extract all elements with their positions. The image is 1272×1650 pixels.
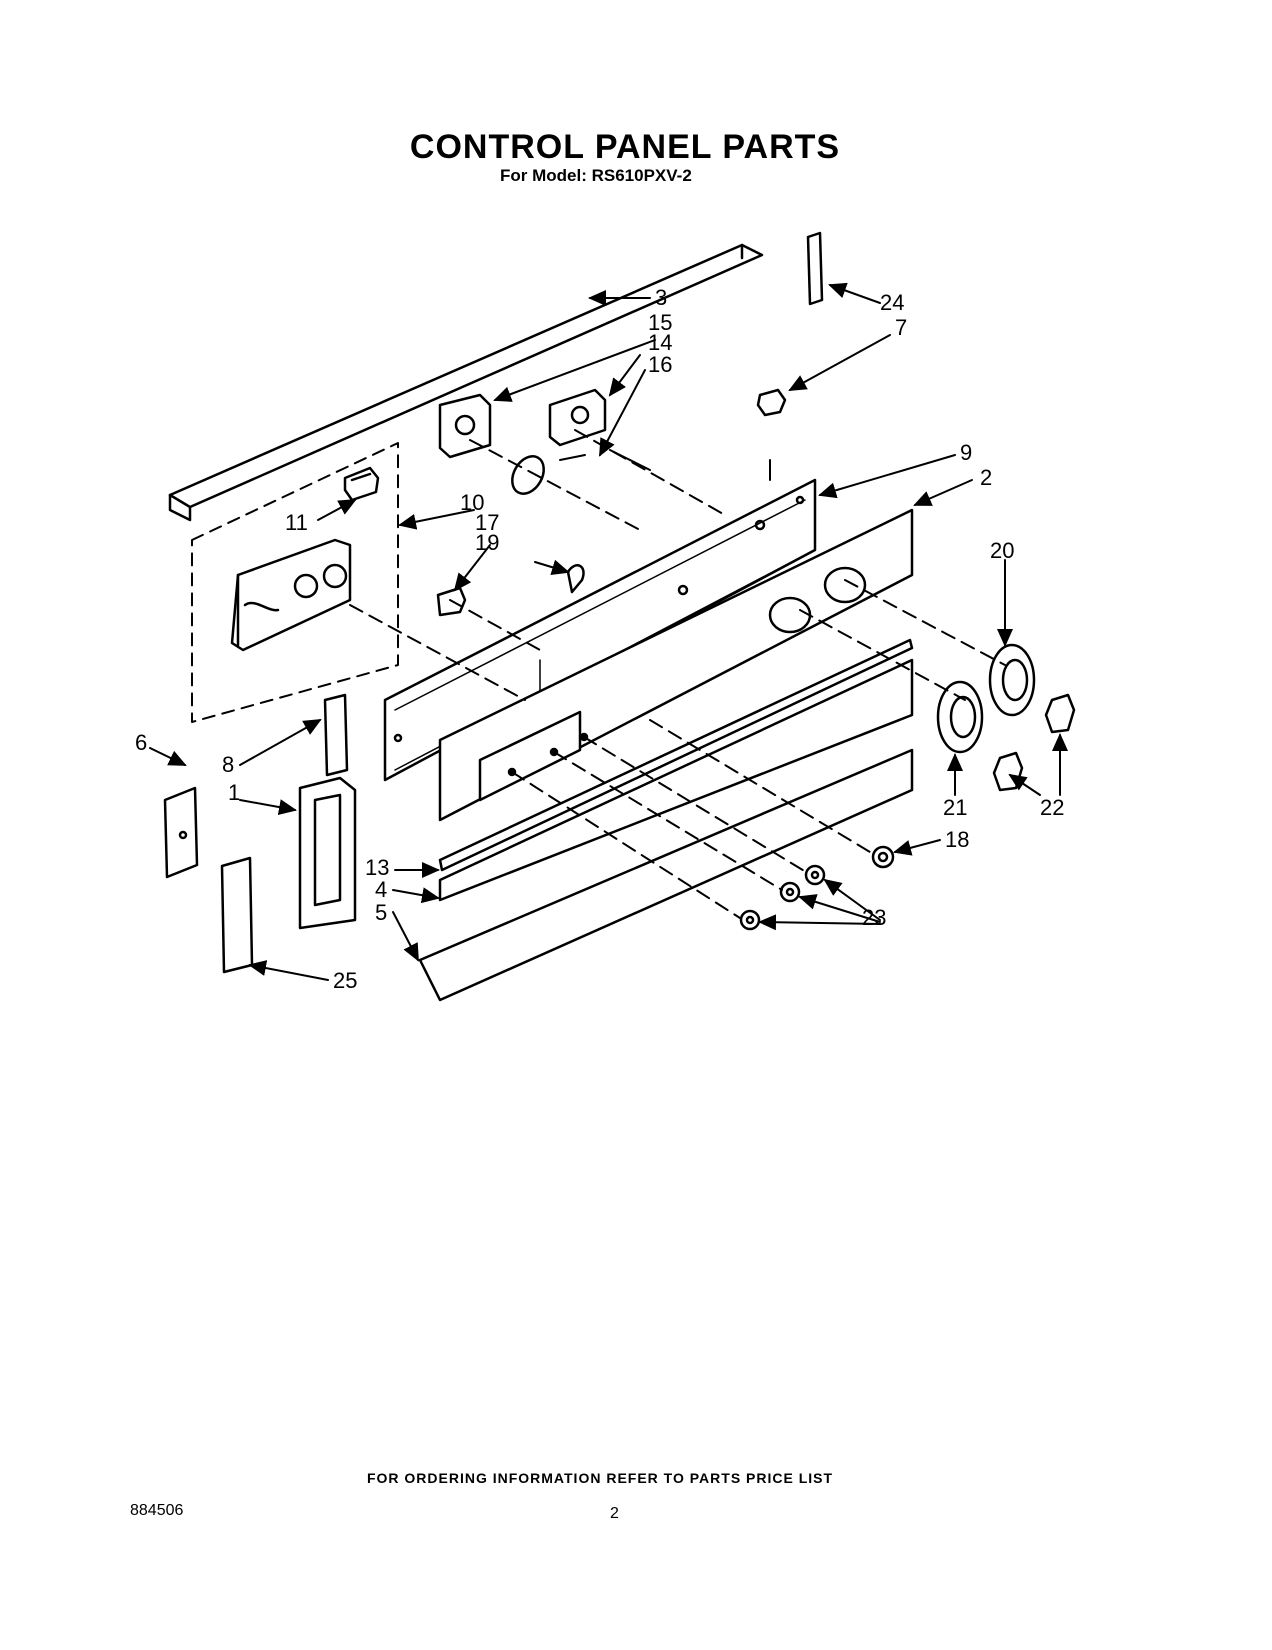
callout-20: 20 xyxy=(990,538,1014,563)
nut-23-b xyxy=(779,881,801,903)
document-number: 884506 xyxy=(130,1502,184,1519)
nut-18 xyxy=(871,845,895,869)
bracket-1 xyxy=(298,776,357,930)
callout-24: 24 xyxy=(880,290,904,315)
callout-23: 23 xyxy=(862,905,886,930)
knob-bezel-21 xyxy=(936,680,984,754)
callout-9: 9 xyxy=(960,440,972,465)
callout-25: 25 xyxy=(333,968,357,993)
trim-strip-4 xyxy=(438,658,914,902)
callout-14: 14 xyxy=(648,330,672,355)
callout-15: 15 xyxy=(648,310,672,335)
model-subtitle: For Model: RS610PXV-2 xyxy=(500,166,692,185)
leader-lines xyxy=(149,282,1068,981)
clock-assembly-outline xyxy=(191,442,399,723)
top-trim-strip xyxy=(168,243,764,522)
callout-16: 16 xyxy=(648,352,672,377)
callout-5: 5 xyxy=(375,900,387,925)
callout-18: 18 xyxy=(945,827,969,852)
clock-module xyxy=(230,538,352,652)
trim-strip-13 xyxy=(438,638,914,872)
nut-23-a xyxy=(804,864,826,886)
callout-21: 21 xyxy=(943,795,967,820)
control-panel-9 xyxy=(383,459,817,782)
callout-13: 13 xyxy=(365,855,389,880)
plate-6 xyxy=(163,786,199,879)
knob-22-upper xyxy=(1044,693,1076,734)
page-title: CONTROL PANEL PARTS xyxy=(409,128,841,166)
ordering-note: FOR ORDERING INFORMATION REFER TO PARTS … xyxy=(366,1470,834,1486)
ring-clip xyxy=(511,455,545,495)
callout-1: 1 xyxy=(228,780,240,805)
callout-10: 10 xyxy=(460,490,484,515)
callout-22: 22 xyxy=(1040,795,1064,820)
callout-8: 8 xyxy=(222,752,234,777)
part-19-clip xyxy=(566,564,585,594)
callout-labels: 3 24 15 7 14 16 9 2 10 11 17 19 20 6 8 1… xyxy=(135,285,1064,993)
nut-23-c xyxy=(739,909,761,931)
switch-15 xyxy=(438,393,492,459)
callout-3: 3 xyxy=(655,285,667,310)
exploded-parts-diagram: 3 24 15 7 14 16 9 2 10 11 17 19 20 6 8 1… xyxy=(135,231,1076,1002)
callout-7: 7 xyxy=(895,315,907,340)
bracket-8 xyxy=(323,693,349,777)
knob-bezel-20 xyxy=(988,643,1036,717)
part-11-clip xyxy=(343,466,380,502)
bracket-24 xyxy=(806,231,824,306)
bushing-7 xyxy=(756,388,787,417)
callout-11: 11 xyxy=(285,510,308,535)
callout-17: 17 xyxy=(475,510,499,535)
page-number: 2 xyxy=(610,1505,619,1522)
front-panel-2 xyxy=(438,508,914,822)
switch-14 xyxy=(548,388,607,447)
wire-16 xyxy=(559,449,651,471)
bracket-25 xyxy=(220,856,254,974)
callout-2: 2 xyxy=(980,465,992,490)
callout-4: 4 xyxy=(375,877,387,902)
callout-19: 19 xyxy=(475,530,499,555)
trim-strip-5 xyxy=(418,748,914,1002)
callout-6: 6 xyxy=(135,730,147,755)
knob-22-lower xyxy=(992,751,1024,792)
